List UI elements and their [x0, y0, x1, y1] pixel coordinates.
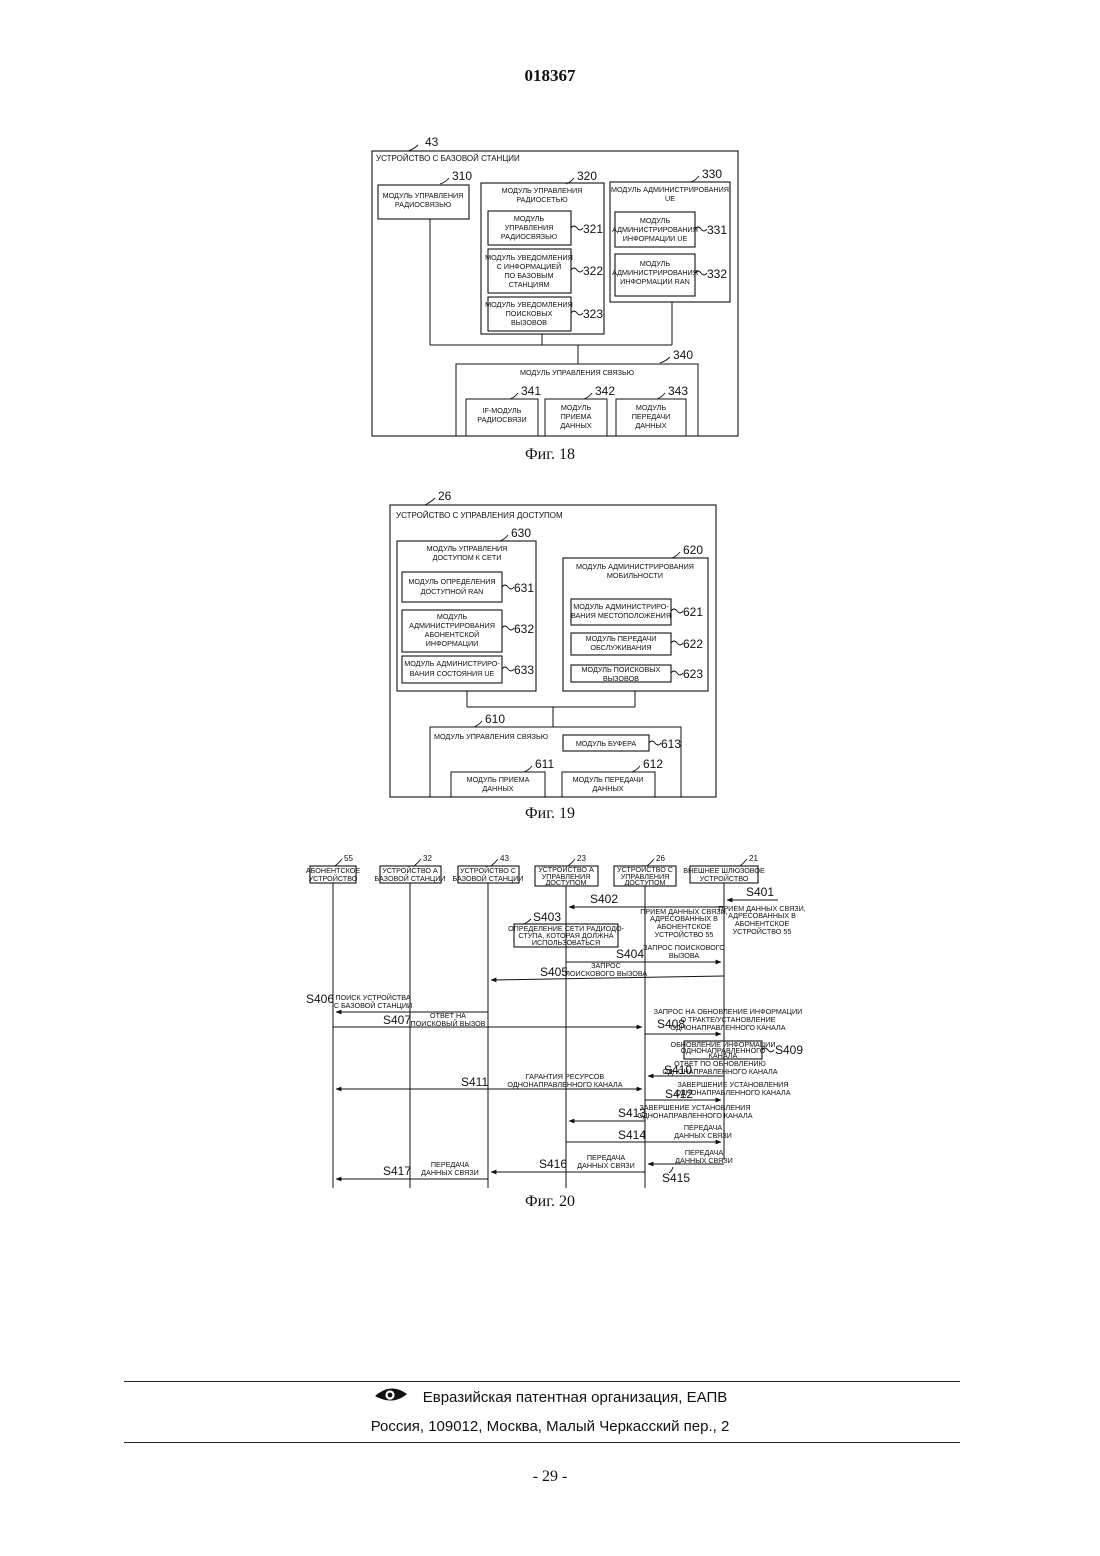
message-label: С БАЗОВОЙ СТАНЦИИ — [334, 1001, 412, 1010]
message-label: ОДНОНАПРАВЛЕННОГО КАНАЛА — [675, 1088, 790, 1097]
step-label: S406 — [306, 992, 334, 1006]
message-label: ОДНОНАПРАВЛЕННОГО КАНАЛА — [670, 1023, 785, 1032]
leader-line — [414, 859, 421, 866]
message-label: ОДНОНАПРАВЛЕННОГО КАНАЛА — [507, 1080, 622, 1089]
message-label: УСТРОЙСТВО 55 — [655, 930, 714, 939]
footer-divider — [124, 1381, 960, 1382]
ref-label: 55 — [344, 854, 353, 863]
message-label: ДАННЫХ СВЯЗИ — [675, 1156, 733, 1165]
message-label: ПОИСКОВОГО ВЫЗОВА — [565, 969, 648, 978]
entity-label: УСТРОЙСТВО — [700, 874, 749, 883]
step-label: S411 — [461, 1075, 488, 1089]
organization-name: Евразийская патентная организация, ЕАПВ — [423, 1389, 728, 1406]
footer-address: Россия, 109012, Москва, Малый Черкасский… — [0, 1418, 1100, 1435]
message-label: ИСПОЛЬЗОВАТЬСЯ — [532, 938, 600, 947]
message-label: ДАННЫХ СВЯЗИ — [577, 1161, 635, 1170]
ref-label: 21 — [749, 854, 758, 863]
step-label: S407 — [383, 1013, 411, 1027]
ref-label: 26 — [656, 854, 665, 863]
entity-label: ДОСТУПОМ — [624, 878, 665, 887]
ref-label: 43 — [500, 854, 509, 863]
ref-label: 32 — [423, 854, 432, 863]
message-label: ОДНОНАПРАВЛЕННОГО КАНАЛА — [662, 1067, 777, 1076]
step-label: S401 — [746, 885, 774, 899]
message-label: УСТРОЙСТВО 55 — [733, 927, 792, 936]
figure-20-caption: Фиг. 20 — [450, 1193, 650, 1211]
eye-logo-icon — [373, 1386, 409, 1408]
step-label: S414 — [618, 1128, 646, 1142]
figure-20-sequence-diagram: 55 АБОНЕНТСКОЕ УСТРОЙСТВО 32 УСТРОЙСТВО … — [0, 0, 1100, 1200]
message-label: ПОИСКОВЫЙ ВЫЗОВ — [411, 1019, 486, 1028]
message-label: ДАННЫХ СВЯЗИ — [674, 1131, 732, 1140]
message-label: ВЫЗОВА — [669, 951, 700, 960]
footer-divider — [124, 1442, 960, 1443]
leader-line — [740, 859, 747, 866]
step-label: S403 — [533, 910, 561, 924]
step-label: S416 — [539, 1157, 567, 1171]
entity-label: ДОСТУПОМ — [545, 878, 586, 887]
message-label: ДАННЫХ СВЯЗИ — [421, 1168, 479, 1177]
leader-line — [335, 859, 342, 866]
step-label: S417 — [383, 1164, 411, 1178]
step-label: S409 — [775, 1043, 803, 1057]
entity-label: УСТРОЙСТВО — [309, 874, 358, 883]
page-number: - 29 - — [0, 1468, 1100, 1486]
entity-label: БАЗОВОЙ СТАНЦИИ — [374, 874, 445, 883]
step-label: S404 — [616, 947, 644, 961]
step-label: S415 — [662, 1171, 690, 1185]
leader-line — [491, 859, 498, 866]
step-label: S402 — [590, 892, 618, 906]
footer-organization: Евразийская патентная организация, ЕАПВ — [0, 1386, 1100, 1408]
message-label: ОДНОНАПРАВЛЕННОГО КАНАЛА — [637, 1111, 752, 1120]
ref-label: 23 — [577, 854, 586, 863]
entity-label: БАЗОВОЙ СТАНЦИИ — [452, 874, 523, 883]
